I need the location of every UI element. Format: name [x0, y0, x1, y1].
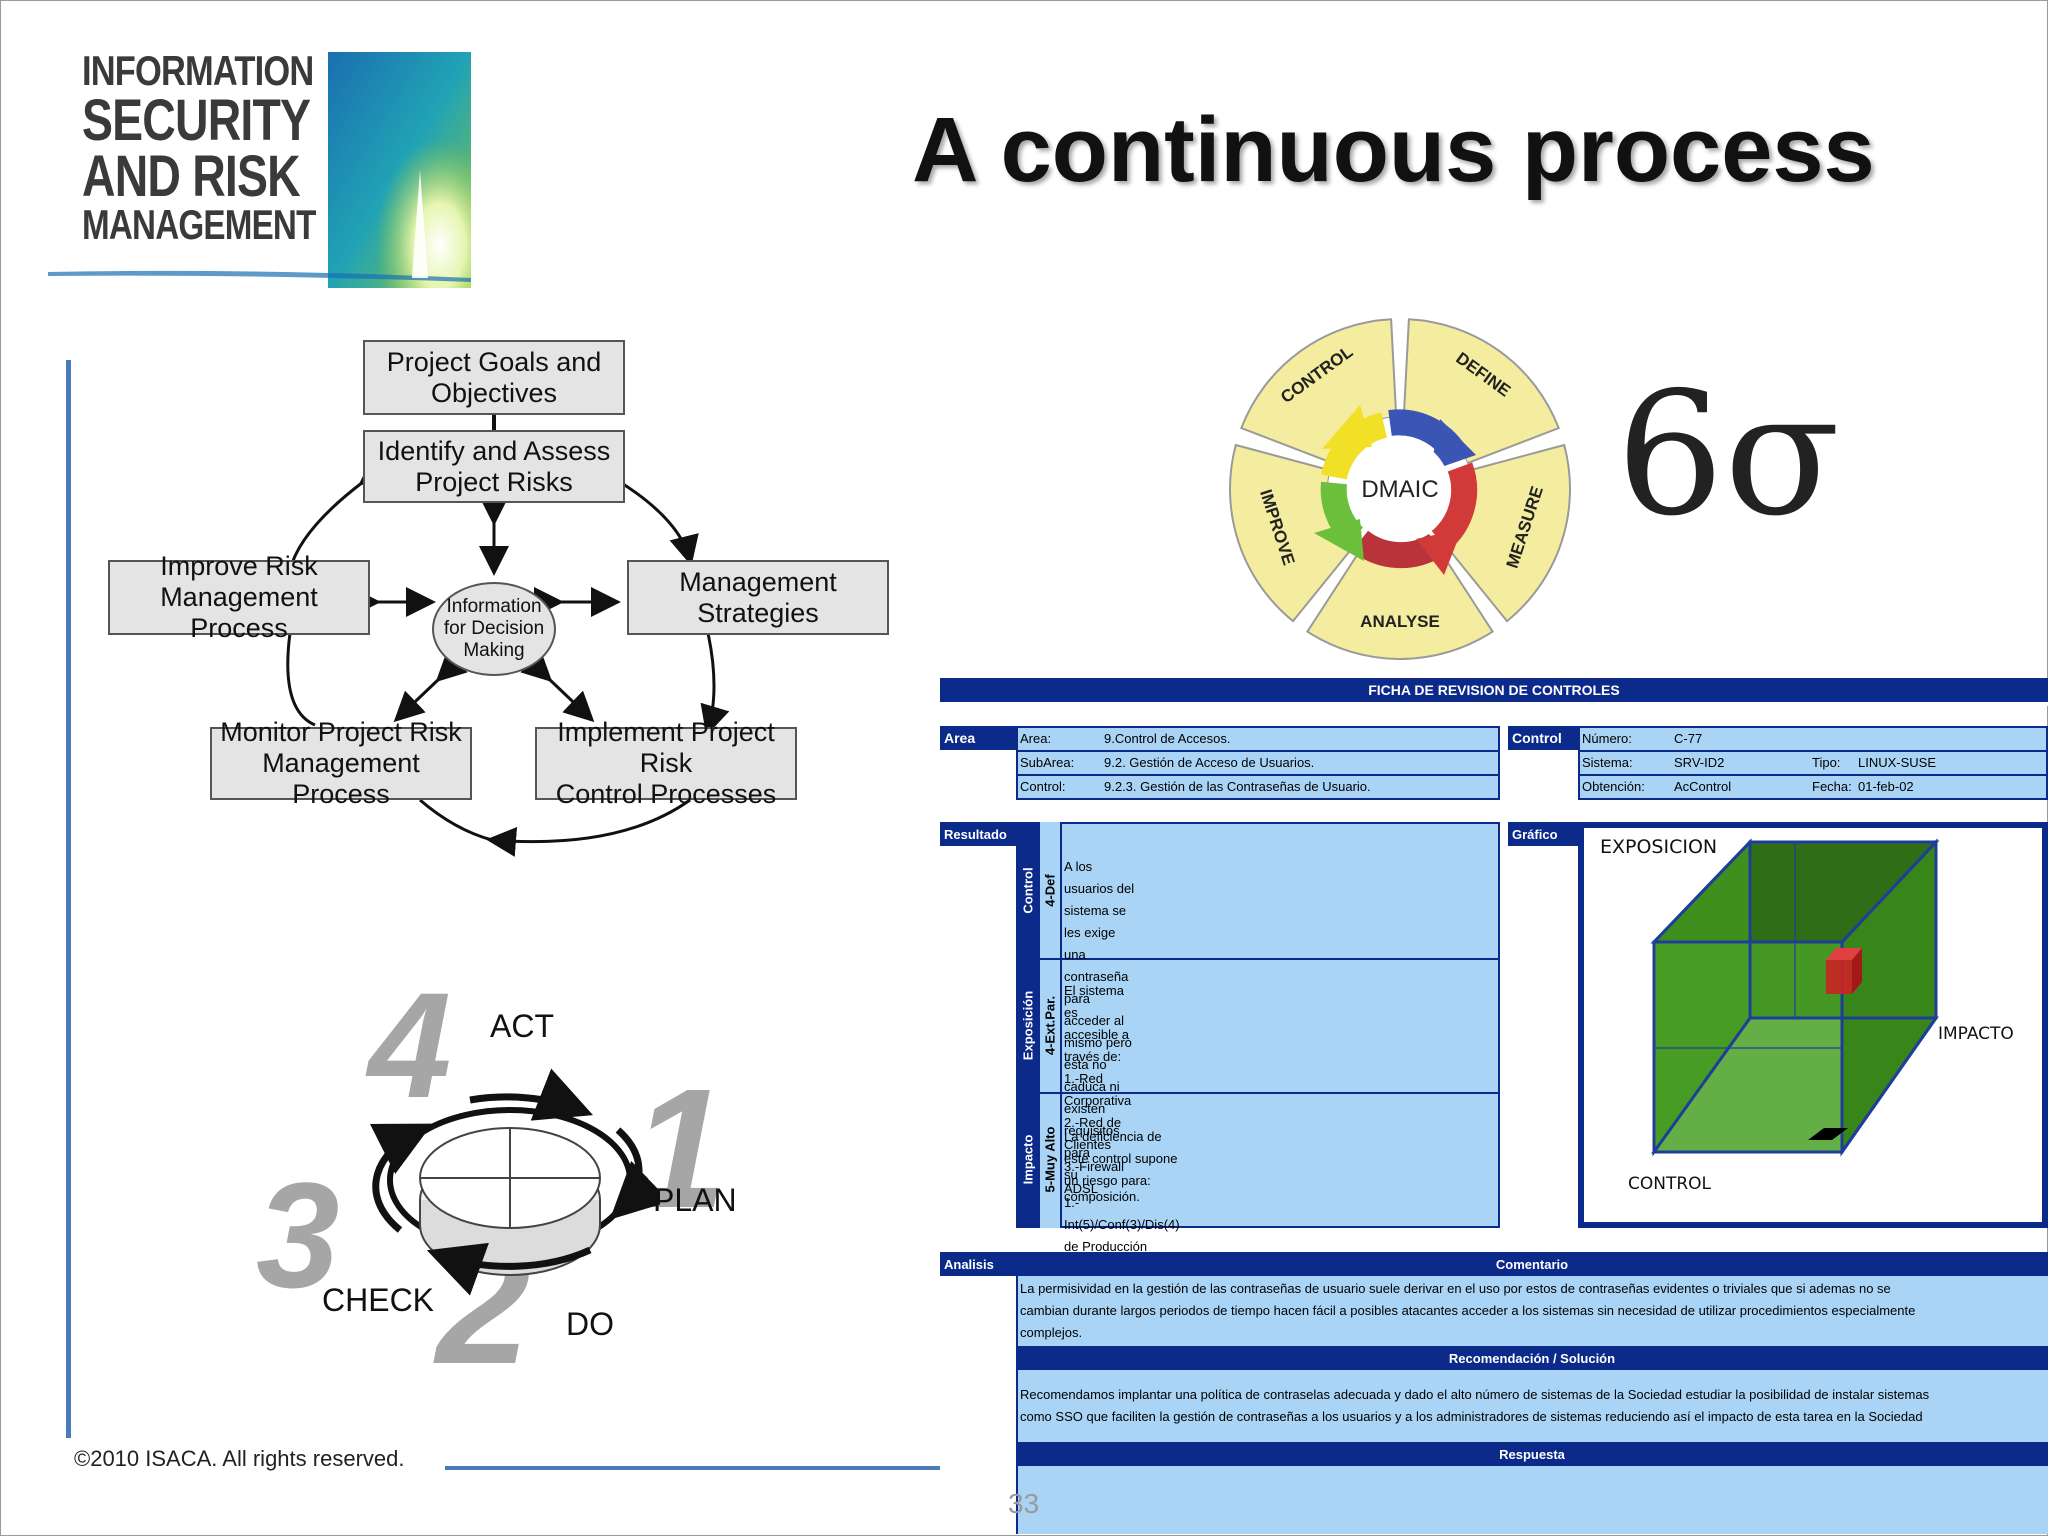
axis-label-control: CONTROL	[1628, 1174, 1712, 1194]
resultado-label: Resultado	[940, 822, 1016, 846]
fecha-key: Fecha:	[1812, 779, 1852, 794]
comentario-text: La permisividad en la gestión de las con…	[1020, 1281, 1916, 1340]
resultado-row-impacto	[1060, 1092, 1500, 1228]
page-title: A continuous process	[912, 99, 1875, 201]
axis-label-impacto: IMPACTO	[1938, 1024, 2014, 1044]
respuesta-label: Respuesta	[1016, 1442, 2048, 1466]
pdca-number-4: 4	[368, 961, 452, 1129]
row-cat-exposicion: Exposición	[1020, 990, 1036, 1061]
box-management-strategies: Management Strategies	[627, 560, 889, 635]
sistema-key: Sistema:	[1582, 755, 1633, 770]
logo-gradient-square-icon	[48, 52, 471, 288]
logo-line-1: INFORMATION	[82, 47, 314, 94]
analisis-label: Analisis	[940, 1252, 1016, 1276]
logo-line-2: SECURITY	[82, 88, 311, 153]
comentario-label: Comentario	[1016, 1252, 2048, 1276]
area-key: Area:	[1020, 731, 1052, 746]
dmaic-segment-analyse: ANALYSE	[1360, 612, 1440, 631]
tipo-value: LINUX-SUSE	[1858, 755, 1937, 770]
area-label: Area	[940, 726, 1016, 750]
numero-value: C-77	[1674, 731, 1703, 746]
pdca-label-plan: PLAN	[653, 1182, 737, 1218]
row-text-exposicion: El sistema es accesible a través de: 1.-…	[1064, 983, 1132, 1196]
dmaic-wheel-graphic: DMAIC CONTROL DEFINE MEASURE ANALYSE IMP…	[1229, 318, 1571, 660]
pdca-number-3: 3	[256, 1151, 340, 1319]
sheet-header: FICHA DE REVISION DE CONTROLES	[940, 678, 2048, 702]
obtencion-key: Obtención:	[1582, 779, 1645, 794]
comentario-body	[1016, 1276, 2048, 1346]
logo-line-4: MANAGEMENT	[82, 201, 316, 248]
row-level-control: 4-Def	[1042, 874, 1058, 907]
recomendacion-body	[1016, 1370, 2048, 1442]
box-implement-risk: Implement Project Risk Control Processes	[535, 717, 797, 809]
row-cat-impacto: Impacto	[1020, 1134, 1036, 1185]
respuesta-body	[1016, 1466, 2048, 1534]
page-number: 33	[1008, 1488, 1040, 1519]
risk-cube-chart: EXPOSICION IMPACTO CONTROL	[1584, 828, 2042, 1222]
control-value: 9.2.3. Gestión de las Contraseñas de Usu…	[1104, 779, 1371, 794]
row-cat-control: Control	[1020, 867, 1036, 914]
subarea-value: 9.2. Gestión de Acceso de Usuarios.	[1104, 755, 1315, 770]
row-level-impacto: 5-Muy Alto	[1042, 1126, 1058, 1193]
area-fields	[1016, 726, 1500, 800]
pdca-label-check: CHECK	[322, 1282, 435, 1318]
recomendacion-label: Recomendación / Solución	[1016, 1346, 2048, 1370]
pdca-label-do: DO	[566, 1306, 614, 1342]
box-identify-assess: Identify and Assess Project Risks	[363, 430, 625, 503]
fecha-value: 01-feb-02	[1858, 779, 1914, 794]
area-value: 9.Control de Accesos.	[1104, 731, 1231, 746]
row-text-control: A los usuarios del sistema se les exige …	[1064, 859, 1140, 1204]
center-information-node: Information for Decision Making	[432, 582, 556, 676]
box-project-goals: Project Goals and Objectives	[363, 340, 625, 415]
resultado-row-control	[1060, 822, 1500, 960]
pdca-disc	[369, 1068, 660, 1296]
left-accent-rule	[66, 360, 71, 1438]
recomendacion-text: Recomendamos implantar una política de c…	[1020, 1387, 1930, 1424]
sistema-value: SRV-ID2	[1674, 755, 1725, 770]
axis-label-exposicion: EXPOSICION	[1600, 836, 1718, 858]
box-monitor-risk: Monitor Project Risk Management Process	[210, 717, 472, 809]
control-key: Control:	[1020, 779, 1066, 794]
pdca-label-act: ACT	[490, 1008, 554, 1044]
tipo-key: Tipo:	[1812, 755, 1841, 770]
box-improve-risk: Improve Risk Management Process	[108, 551, 370, 643]
copyright-text: ©2010 ISACA. All rights reserved.	[74, 1446, 405, 1471]
control-label: Control	[1508, 726, 1578, 750]
row-level-exposicion: 4-Ext.Par.	[1042, 995, 1058, 1056]
six-sigma-symbol: 6σ	[1616, 356, 1841, 554]
risk-cube-graphic	[1650, 838, 1940, 1157]
grafico-label: Gráfico	[1508, 822, 1578, 846]
footer-rule	[445, 1466, 940, 1470]
obtencion-value: AcControl	[1674, 779, 1732, 794]
control-fields	[1578, 726, 2048, 800]
dmaic-center-label: DMAIC	[1361, 476, 1438, 503]
logo-text: INFORMATION SECURITY AND RISK MANAGEMENT	[82, 50, 378, 246]
subarea-key: SubArea:	[1020, 755, 1075, 770]
numero-key: Número:	[1582, 731, 1632, 746]
logo-line-3: AND RISK	[82, 144, 301, 209]
